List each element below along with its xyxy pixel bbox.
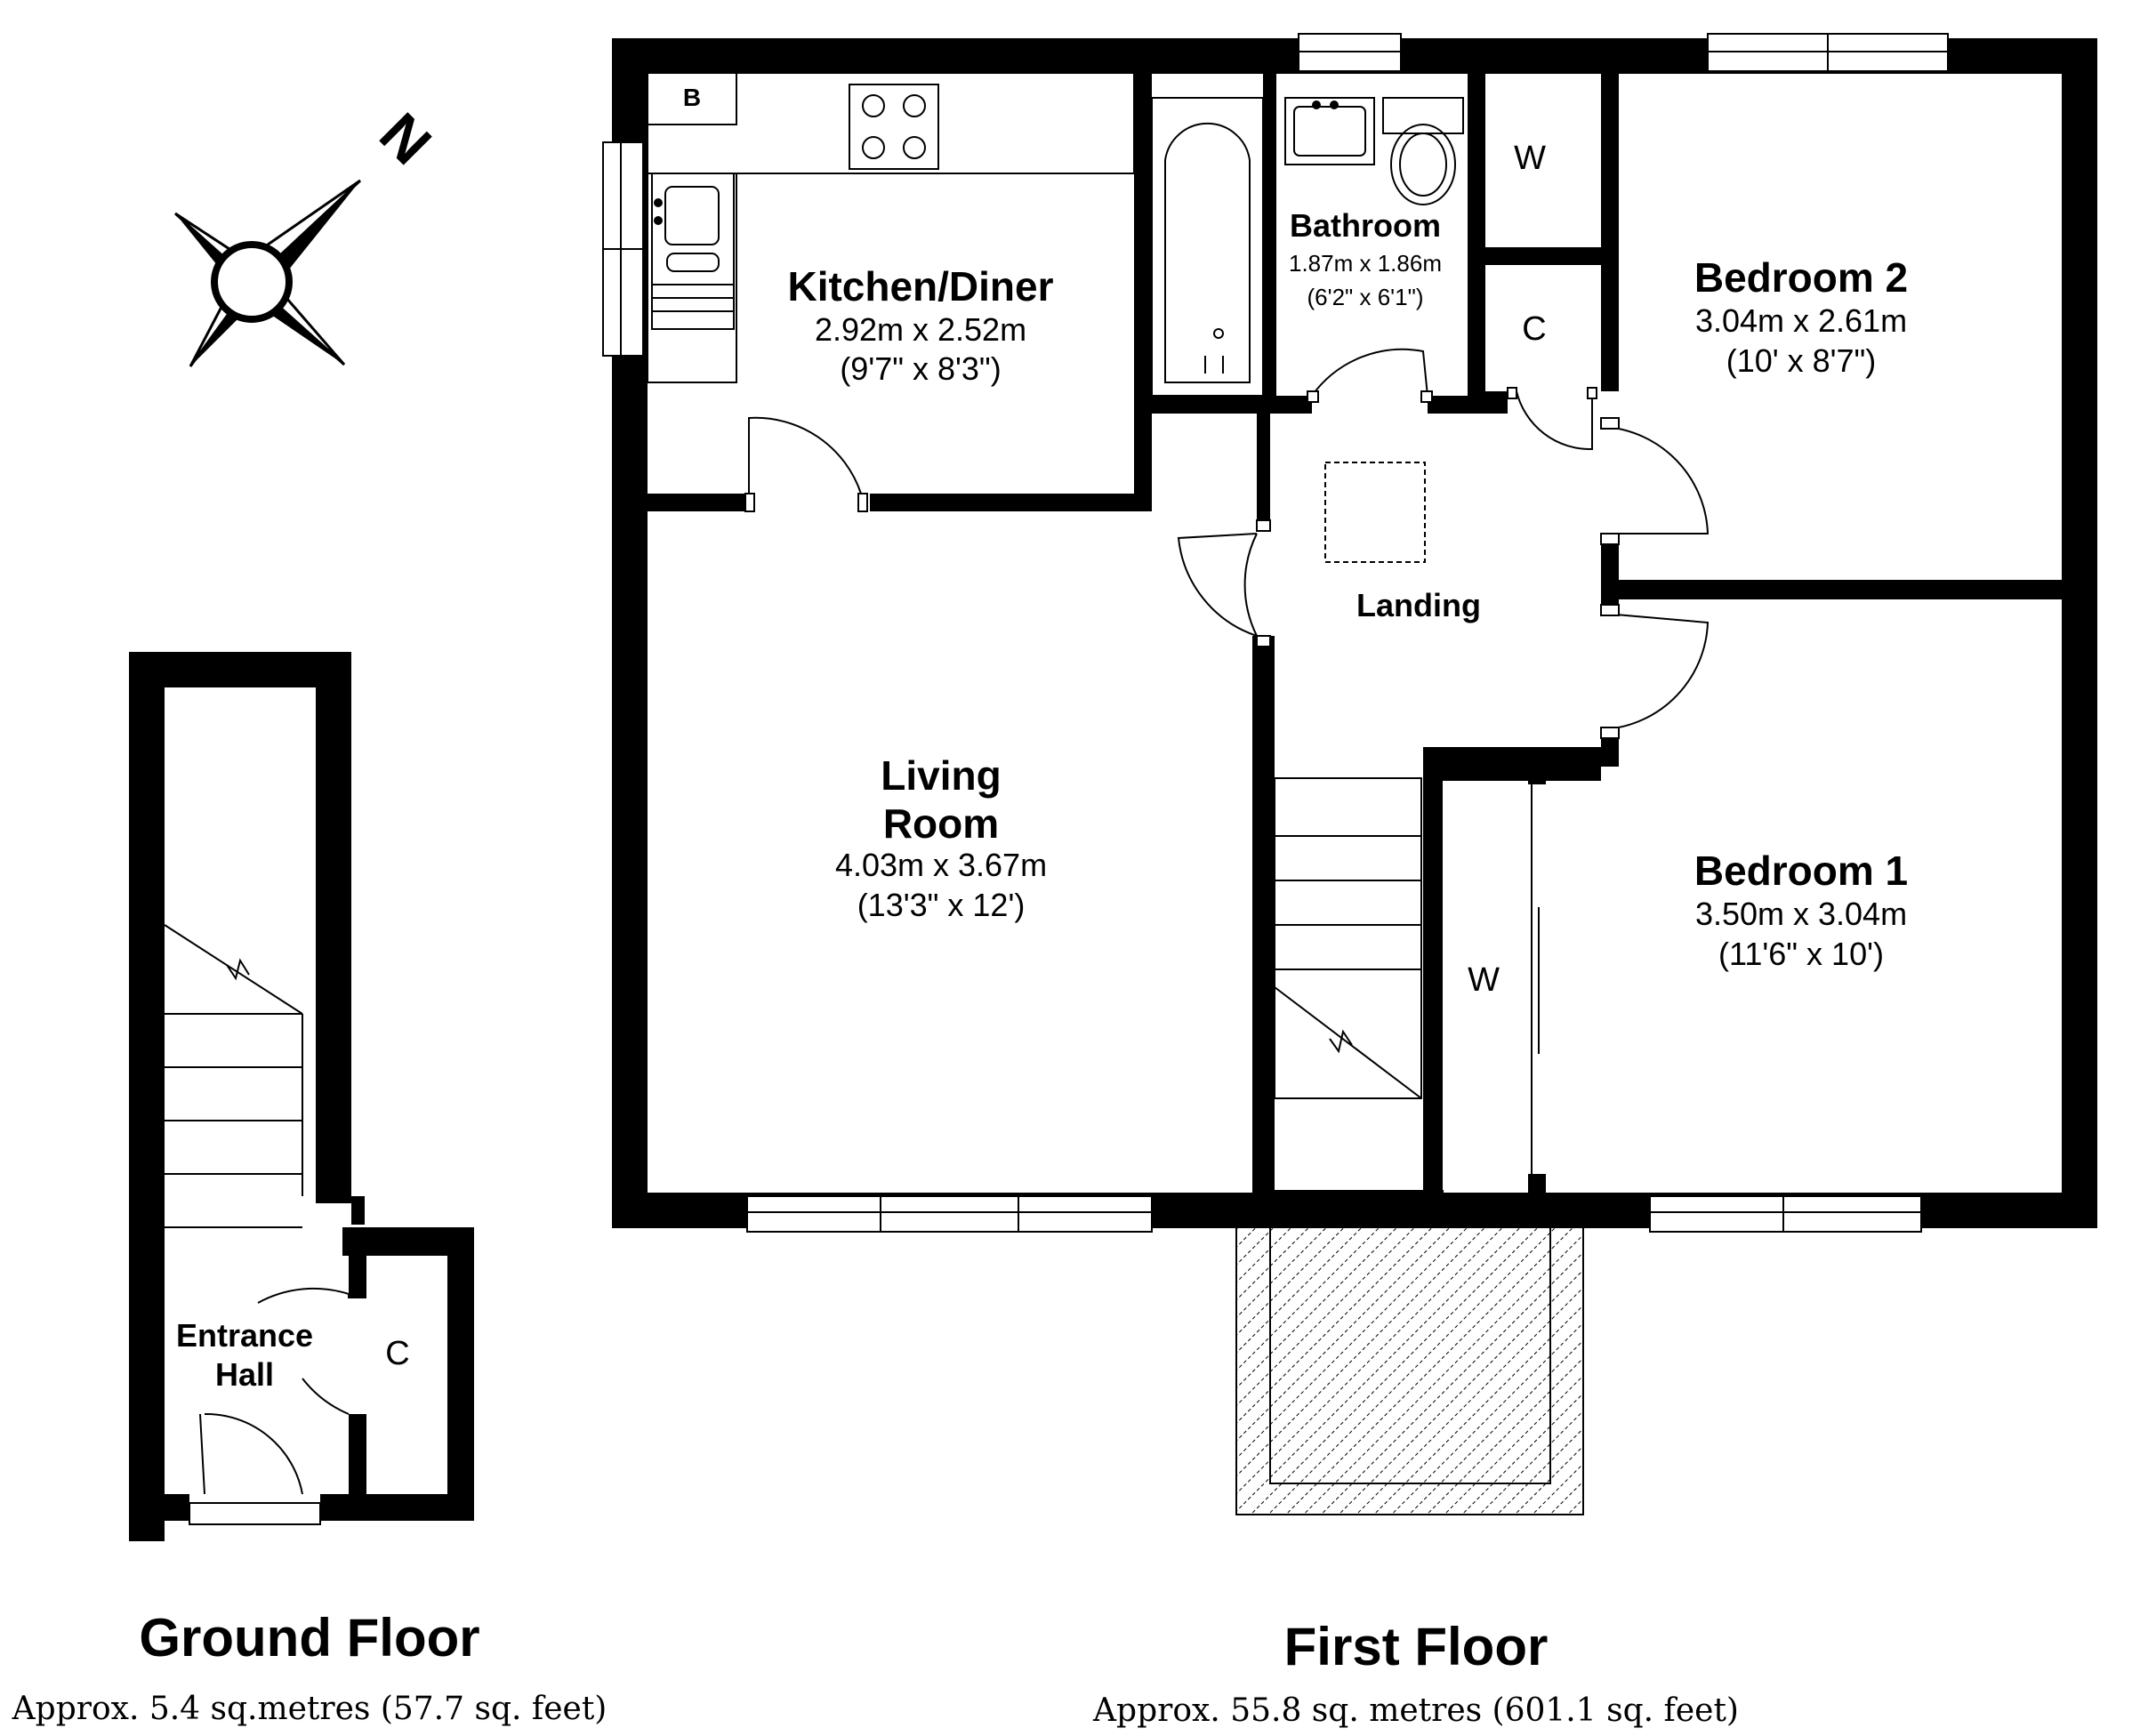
north-label: N bbox=[367, 100, 444, 177]
living-room-metric: 4.03m x 3.67m bbox=[835, 847, 1047, 883]
wall bbox=[648, 494, 745, 511]
living-room-imperial: (13'3" x 12') bbox=[857, 887, 1026, 923]
wall bbox=[320, 1494, 474, 1521]
wall bbox=[1485, 247, 1610, 265]
ground-floor-title: Ground Floor bbox=[139, 1608, 479, 1668]
entrance-hall-label: Hall bbox=[215, 1356, 274, 1393]
bedroom-2-imperial: (10' x 8'7") bbox=[1726, 342, 1877, 379]
wall bbox=[2062, 38, 2097, 1228]
cupboard-label: C bbox=[1522, 310, 1546, 348]
bedroom-1-imperial: (11'6" x 10') bbox=[1718, 936, 1884, 972]
first-floor-plan: B bbox=[602, 33, 2097, 1729]
boiler-label: B bbox=[683, 84, 701, 111]
bedroom-2-name: Bedroom 2 bbox=[1694, 254, 1908, 301]
wall bbox=[1152, 396, 1312, 414]
front-door-threshold bbox=[189, 1502, 321, 1525]
wall bbox=[1252, 636, 1275, 1196]
wall bbox=[129, 1494, 189, 1521]
bedroom-1-metric: 3.50m x 3.04m bbox=[1695, 896, 1907, 932]
kitchen-fittings bbox=[647, 70, 1135, 383]
front-door[interactable] bbox=[199, 1412, 303, 1495]
wall bbox=[1263, 71, 1276, 396]
wall bbox=[1528, 1174, 1546, 1196]
bathroom-imperial: (6'2" x 6'1") bbox=[1307, 284, 1424, 310]
wall bbox=[129, 652, 351, 687]
wall bbox=[870, 494, 1152, 511]
cupboard-door[interactable] bbox=[1516, 390, 1593, 451]
first-floor-title: First Floor bbox=[1284, 1617, 1549, 1676]
living-room-door[interactable] bbox=[1177, 533, 1258, 637]
wall bbox=[1601, 71, 1619, 391]
compass-rose-icon: N bbox=[173, 100, 444, 367]
landing-name: Landing bbox=[1356, 587, 1481, 623]
bathroom-door[interactable] bbox=[1311, 348, 1428, 397]
loft-hatch bbox=[1324, 462, 1426, 563]
bedroom-1-name: Bedroom 1 bbox=[1694, 848, 1908, 894]
first-floor-stairs bbox=[1274, 777, 1422, 1099]
kitchen-name: Kitchen/Diner bbox=[787, 263, 1053, 309]
wall bbox=[1485, 391, 1508, 414]
wall bbox=[349, 1252, 366, 1298]
wall bbox=[1601, 580, 2064, 599]
wall bbox=[316, 652, 351, 1203]
wall bbox=[1468, 71, 1485, 414]
ground-floor-area: Approx. 5.4 sq.metres (57.7 sq. feet) bbox=[12, 1691, 607, 1727]
kitchen-door[interactable] bbox=[748, 416, 862, 494]
bathroom-name: Bathroom bbox=[1290, 207, 1441, 244]
kitchen-metric: 2.92m x 2.52m bbox=[815, 311, 1026, 348]
ground-floor-plan: Entrance Hall C Ground Floor Approx. 5.4… bbox=[12, 652, 607, 1727]
wall bbox=[1423, 747, 1443, 1196]
wall bbox=[1423, 747, 1619, 767]
living-room-name: Room bbox=[883, 800, 999, 847]
wall bbox=[1134, 71, 1152, 511]
first-floor-area: Approx. 55.8 sq. metres (601.1 sq. feet) bbox=[1092, 1692, 1739, 1729]
wall bbox=[351, 1196, 365, 1225]
bedroom-2-metric: 3.04m x 2.61m bbox=[1695, 302, 1907, 339]
wall bbox=[129, 652, 165, 1541]
entrance-hall-label: Entrance bbox=[176, 1317, 313, 1354]
entrance-hall-door[interactable] bbox=[257, 1287, 350, 1415]
bedroom-1-door[interactable] bbox=[1605, 613, 1710, 730]
cupboard-label: C bbox=[385, 1335, 409, 1372]
ground-stairs bbox=[164, 924, 303, 1228]
wardrobe-label: W bbox=[1514, 140, 1546, 177]
wall bbox=[1257, 414, 1270, 520]
window bbox=[1649, 1195, 1922, 1233]
porch-roof bbox=[1235, 1207, 1584, 1515]
bedroom-2-door[interactable] bbox=[1605, 426, 1710, 534]
wall bbox=[447, 1227, 474, 1521]
wardrobe-label: W bbox=[1468, 961, 1500, 999]
wall bbox=[1528, 767, 1546, 784]
kitchen-imperial: (9'7" x 8'3") bbox=[840, 350, 1001, 387]
window bbox=[746, 1195, 1153, 1233]
bathroom-fittings bbox=[1151, 97, 1464, 397]
wall bbox=[1423, 767, 1601, 781]
bathroom-metric: 1.87m x 1.86m bbox=[1289, 250, 1442, 277]
living-room-name: Living bbox=[881, 752, 1001, 799]
